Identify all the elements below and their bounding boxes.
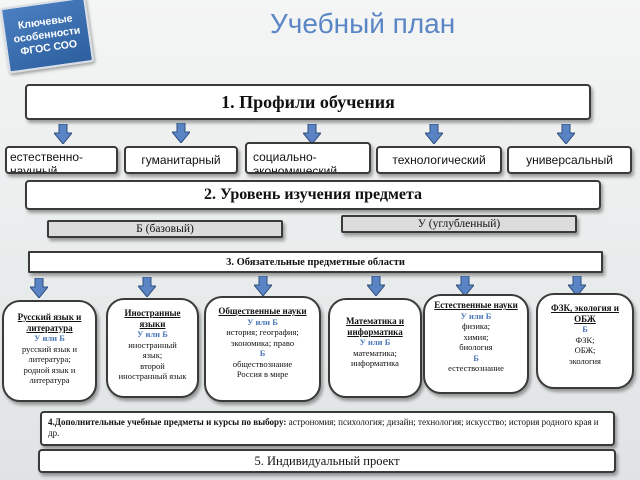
- arrow-down-icon: [456, 276, 474, 296]
- area-natural-sciences: Естественные науки У или Б физика; химия…: [423, 294, 529, 394]
- level-basic-label: Б (базовый): [136, 223, 194, 235]
- area-title: Общественные науки: [218, 306, 307, 316]
- arrow-down-icon: [557, 124, 575, 144]
- area-russian: Русский язык и литература У или Б русски…: [2, 300, 97, 402]
- arrow-down-icon: [254, 276, 272, 296]
- level-advanced: У (углубленный): [341, 215, 577, 233]
- arrow-down-icon: [172, 123, 190, 143]
- area-foreign-languages: Иностранные языки У или Б иностранный яз…: [106, 298, 199, 398]
- area-level: У или Б: [460, 310, 492, 321]
- area-subject: литература: [29, 375, 70, 385]
- area-title: ФЗК, экология и ОБЖ: [551, 303, 619, 324]
- arrow-down-icon: [54, 124, 72, 144]
- page-title: Учебный план: [270, 8, 456, 39]
- area-level: У или Б: [34, 333, 65, 343]
- area-subject: физика;: [461, 321, 491, 331]
- area-pe-ecology-safety: ФЗК, экология и ОБЖ Б ФЗК; ОБЖ; экология: [536, 293, 634, 389]
- section-level-label: 2. Уровень изучения предмета: [203, 186, 423, 203]
- area-subject: информатика: [351, 358, 399, 368]
- area-subject: обществознание: [232, 358, 293, 369]
- section-electives-text: астрономия; психология; дизайн; технолог…: [48, 417, 599, 438]
- area-subject: второй: [140, 360, 165, 371]
- section-individual-project: 5. Индивидуальный проект: [38, 449, 616, 473]
- profile-humanitarian: гуманитарный: [124, 146, 238, 174]
- area-subject: русский язык и: [21, 343, 78, 354]
- profile-label: естественно-научный: [10, 150, 84, 174]
- profile-label: технологический: [392, 153, 486, 167]
- area-subject: иностранный язык: [118, 371, 187, 381]
- area-social-sciences: Общественные науки У или Б история; геог…: [204, 296, 321, 402]
- section-profiles: 1. Профили обучения: [25, 84, 591, 120]
- area-title: Русский язык и литература: [17, 312, 82, 333]
- arrow-down-icon: [367, 276, 385, 296]
- area-level: У или Б: [137, 329, 168, 339]
- area-subject: ФЗК;: [575, 334, 595, 345]
- section-subject-areas-label: 3. Обязательные предметные области: [226, 256, 405, 268]
- arrow-down-icon: [425, 124, 443, 144]
- area-subject: литература;: [28, 354, 71, 364]
- profile-universal: универсальный: [507, 146, 632, 174]
- section-subject-areas: 3. Обязательные предметные области: [28, 251, 603, 273]
- area-level-basic: Б: [259, 348, 266, 358]
- section-electives-title: 4.Дополнительные учебные предметы и курс…: [48, 417, 287, 427]
- level-advanced-label: У (углубленный): [417, 218, 501, 230]
- arrow-down-icon: [30, 278, 48, 298]
- area-level: У или Б: [359, 337, 391, 347]
- profile-label: социально-экономический: [253, 150, 338, 174]
- area-level: У или Б: [247, 316, 278, 327]
- section-level: 2. Уровень изучения предмета: [25, 180, 601, 210]
- area-subject: естествознание: [448, 363, 504, 373]
- area-subject: история; география;: [226, 327, 299, 337]
- profile-technological: технологический: [376, 146, 502, 174]
- area-subject: язык;: [142, 350, 163, 360]
- area-level-basic: Б: [473, 352, 479, 363]
- area-math-informatics: Математика и информатика У или Б математ…: [328, 298, 422, 398]
- area-subject: иностранный: [128, 339, 177, 350]
- badge: Ключевые особенности ФГОС СОО: [0, 0, 95, 74]
- area-subject: биология: [459, 342, 493, 352]
- area-subject: математика;: [353, 347, 397, 358]
- section-electives: 4.Дополнительные учебные предметы и курс…: [40, 411, 615, 446]
- area-subject: ОБЖ;: [574, 345, 596, 355]
- profile-natural-science: естественно-научный: [5, 146, 118, 174]
- profile-label: универсальный: [526, 153, 613, 167]
- level-basic: Б (базовый): [47, 220, 283, 238]
- area-subject: экология: [569, 355, 601, 366]
- arrow-down-icon: [568, 276, 586, 296]
- area-title: Иностранные языки: [124, 308, 181, 329]
- profile-socio-economic: социально-экономический: [245, 142, 371, 174]
- section-profiles-label: 1. Профили обучения: [221, 91, 395, 112]
- area-subject: Россия в мире: [236, 369, 289, 379]
- area-level: Б: [582, 324, 588, 334]
- area-title: Естественные науки: [434, 300, 518, 310]
- area-subject: химия;: [463, 331, 489, 342]
- profile-label: гуманитарный: [141, 153, 221, 167]
- arrow-down-icon: [303, 124, 321, 144]
- arrow-down-icon: [138, 277, 156, 297]
- area-subject: родной язык и: [23, 364, 76, 375]
- section-individual-project-label: 5. Индивидуальный проект: [254, 453, 400, 468]
- area-subject: экономика; право: [230, 337, 295, 348]
- area-title: Математика и информатика: [345, 316, 405, 337]
